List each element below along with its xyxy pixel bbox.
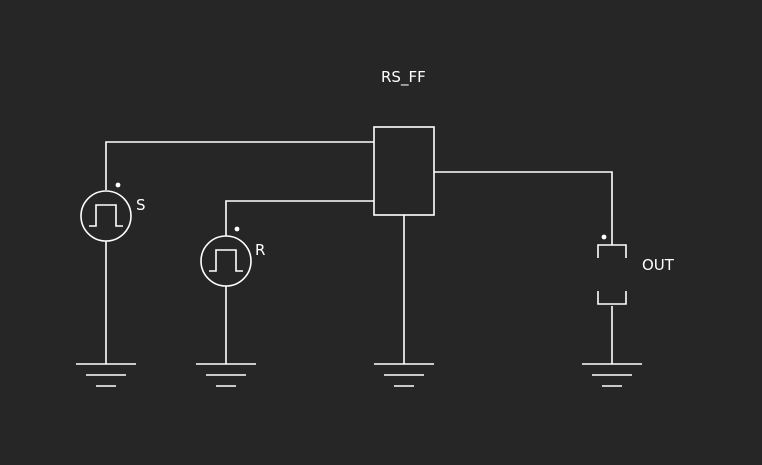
pulse-source-s-label: S — [136, 196, 146, 214]
output-probe-label: OUT — [642, 256, 675, 274]
wire-r-to-ff[interactable] — [225, 200, 374, 236]
pulse-source-r-body[interactable] — [200, 235, 252, 287]
pulse-wave-icon — [89, 204, 123, 227]
polarity-dot-icon — [601, 234, 607, 240]
pulse-source-s[interactable]: S — [80, 182, 146, 242]
ground-r[interactable] — [196, 363, 256, 387]
rs-flipflop[interactable]: RS_FF — [373, 68, 435, 216]
pulse-source-r-label: R — [255, 241, 265, 259]
output-probe-bottom-plate[interactable] — [597, 291, 627, 305]
ground-ff[interactable] — [374, 363, 434, 387]
wire-ff-to-out[interactable] — [434, 171, 613, 217]
pulse-source-r[interactable]: R — [200, 226, 265, 287]
polarity-dot-icon — [115, 182, 121, 188]
polarity-dot-icon — [234, 226, 240, 232]
pulse-source-s-body[interactable] — [80, 190, 132, 242]
wire-s-to-ff[interactable] — [105, 141, 374, 190]
output-probe[interactable]: OUT — [597, 217, 675, 305]
rs-flipflop-label: RS_FF — [381, 68, 426, 87]
ground-out[interactable] — [582, 363, 642, 387]
output-probe-top-plate[interactable] — [597, 244, 627, 258]
wires — [105, 141, 613, 364]
ground-s[interactable] — [76, 363, 136, 387]
pulse-wave-icon — [209, 249, 243, 272]
rs-flipflop-body[interactable] — [373, 126, 435, 216]
